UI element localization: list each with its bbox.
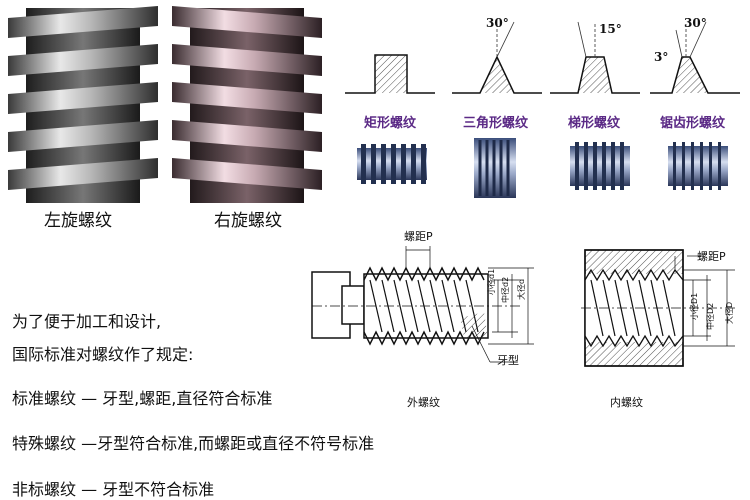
trapezoidal-profile-diagram <box>550 21 640 94</box>
left-hand-screw-image <box>8 6 158 203</box>
trapezoidal-thread-label: 梯形螺纹 <box>568 116 621 131</box>
internal-pitch-diameter-label: 中径D2 <box>706 302 715 330</box>
text-line-standard-thread: 标准螺纹 — 牙型,螺距,直径符合标准 <box>12 389 273 408</box>
buttress-small-angle-label: 3° <box>654 50 669 64</box>
external-pitch-label: 螺距P <box>404 230 433 243</box>
left-hand-thread-caption: 左旋螺纹 <box>44 211 112 231</box>
text-line-intro: 为了便于加工和设计, <box>12 312 162 331</box>
external-thread-drawing <box>311 246 534 363</box>
internal-pitch-label: 螺距P <box>697 250 726 263</box>
triangular-thread-label: 三角形螺纹 <box>463 116 529 131</box>
rectangular-thread-label: 矩形螺纹 <box>364 116 417 131</box>
buttress-thread-label: 锯齿形螺纹 <box>660 116 726 131</box>
internal-thread-caption: 内螺纹 <box>610 396 643 409</box>
internal-thread-drawing <box>581 249 735 367</box>
internal-major-diameter-label: 大径D <box>725 301 734 324</box>
internal-minor-diameter-label: 小径D1 <box>690 292 699 320</box>
text-line-nonstandard-thread: 非标螺纹 — 牙型不符合标准 <box>12 480 215 499</box>
buttress-angle-label: 30° <box>684 16 707 30</box>
right-hand-thread-caption: 右旋螺纹 <box>214 211 282 231</box>
external-pitch-diameter-label: 中径d2 <box>501 276 510 303</box>
rectangular-profile-diagram <box>345 54 435 94</box>
external-major-diameter-label: 大径d <box>517 278 526 300</box>
triangular-angle-label: 30° <box>486 16 509 30</box>
buttress-thread-thumbnail <box>668 142 728 190</box>
buttress-profile-diagram <box>650 21 740 94</box>
trapezoidal-thread-thumbnail <box>570 142 630 190</box>
trapezoidal-angle-label: 15° <box>599 22 622 36</box>
triangular-thread-thumbnail <box>474 138 516 198</box>
external-minor-diameter-label: 小径d1 <box>487 268 496 295</box>
right-hand-screw-image <box>172 6 322 203</box>
external-tooth-label: 牙型 <box>497 354 519 367</box>
rectangular-thread-thumbnail <box>357 144 427 184</box>
text-line-special-thread: 特殊螺纹 —牙型符合标准,而螺距或直径不符号标准 <box>12 434 375 453</box>
text-line-standard-rule: 国际标准对螺纹作了规定: <box>12 345 194 364</box>
triangular-profile-diagram <box>452 21 542 94</box>
external-thread-caption: 外螺纹 <box>407 396 440 409</box>
